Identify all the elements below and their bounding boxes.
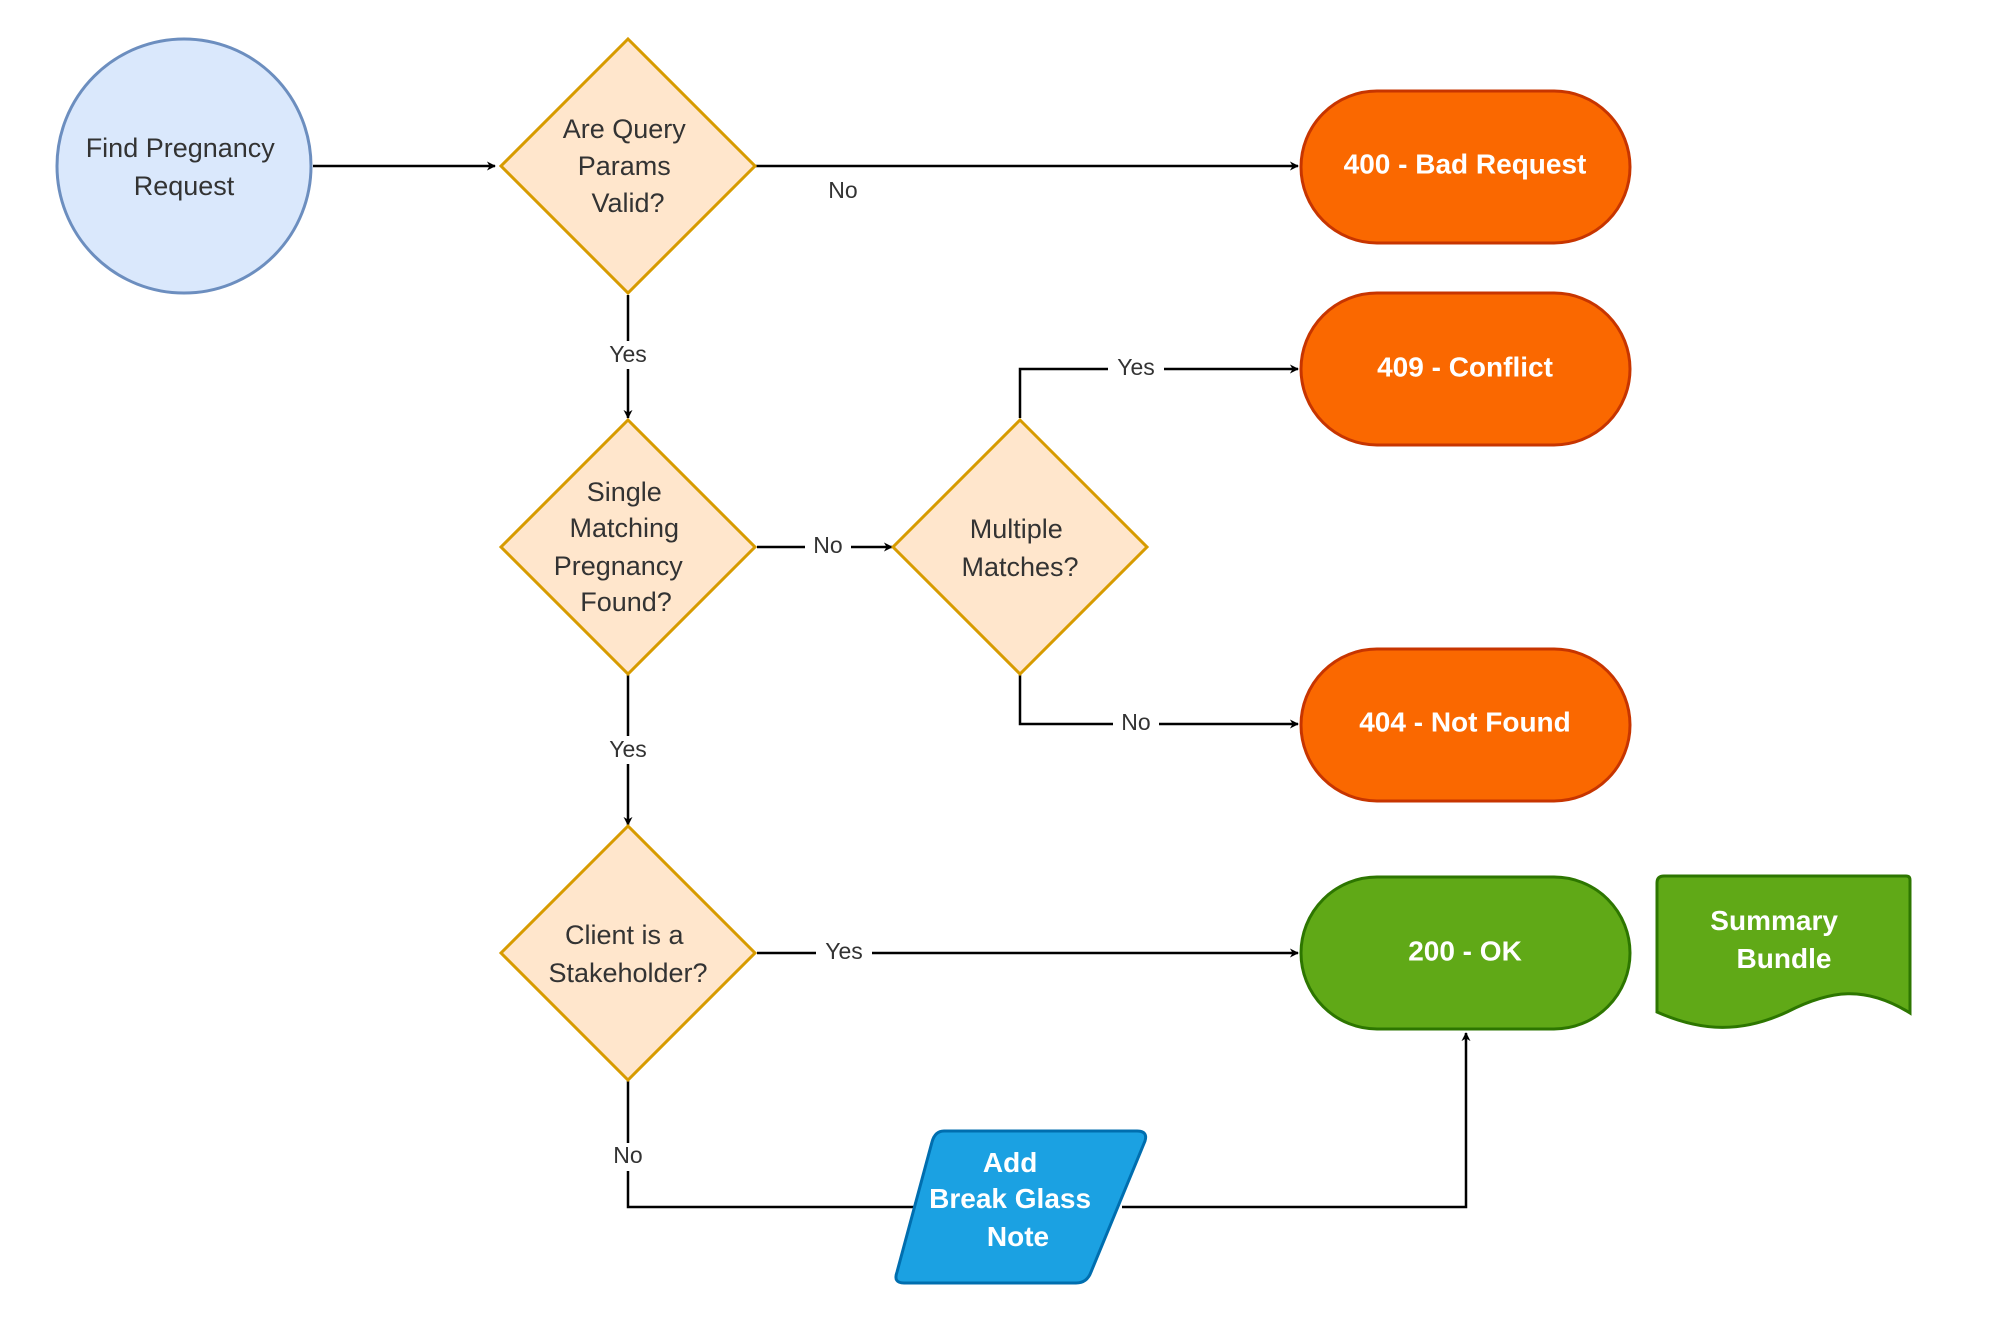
decision-query-params-valid-shape <box>498 36 758 296</box>
terminal-400-bad-request-shape <box>1299 89 1632 245</box>
decision-client-stakeholder-shape <box>498 823 758 1083</box>
edge-label-single-no: No <box>813 532 842 558</box>
edge-label-multi-yes: Yes <box>1117 354 1155 380</box>
start-node-label: Find Pregnancy Request <box>86 133 283 201</box>
terminal-400-bad-request[interactable]: 400 - Bad Request <box>1299 89 1632 245</box>
start-node[interactable]: Find Pregnancy Request <box>55 37 313 295</box>
terminal-200-ok-shape <box>1299 875 1632 1031</box>
terminal-200-ok[interactable]: 200 - OK <box>1299 875 1632 1031</box>
edge-stake-no[interactable] <box>626 1081 923 1212</box>
document-summary-bundle-shape <box>1655 874 1912 1029</box>
document-summary-bundle[interactable]: Summary Bundle <box>1655 874 1912 1029</box>
edge-label-valid-yes: Yes <box>609 341 647 367</box>
edge-note-to-ok[interactable] <box>1122 1032 1471 1209</box>
edge-label-stake-yes: Yes <box>825 938 863 964</box>
edge-multi-no[interactable] <box>1018 675 1299 729</box>
document-summary-bundle-label: Summary Bundle <box>1710 905 1845 974</box>
terminal-404-not-found-label: 404 - Not Found <box>1359 706 1571 737</box>
edges <box>313 161 1471 1212</box>
decision-query-params-valid-label: Are Query Params Valid? <box>563 114 694 218</box>
nodes: Find Pregnancy Request Are Query Params … <box>55 36 1912 1285</box>
edge-label-single-yes: Yes <box>609 736 647 762</box>
decision-multiple-matches-shape <box>890 417 1150 677</box>
edge-multi-yes[interactable] <box>1018 364 1299 418</box>
decision-client-stakeholder[interactable]: Client is a Stakeholder? <box>498 823 758 1083</box>
edge-label-stake-no: No <box>613 1142 642 1168</box>
process-add-break-glass-note-label: Add Break Glass Note <box>929 1147 1099 1252</box>
decision-multiple-matches-label: Multiple Matches? <box>961 514 1078 582</box>
edge-labels: No Yes No Yes No Yes Yes No <box>600 177 1164 1171</box>
decision-single-match-label: Single Matching Pregnancy Found? <box>554 477 691 617</box>
decision-single-match-shape <box>498 417 758 677</box>
decision-client-stakeholder-label: Client is a Stakeholder? <box>548 920 707 988</box>
edge-label-multi-no: No <box>1121 709 1150 735</box>
terminal-400-bad-request-label: 400 - Bad Request <box>1344 148 1587 179</box>
terminal-409-conflict-shape <box>1299 291 1632 447</box>
terminal-409-conflict-label: 409 - Conflict <box>1377 351 1553 382</box>
terminal-409-conflict[interactable]: 409 - Conflict <box>1299 291 1632 447</box>
terminal-200-ok-label: 200 - OK <box>1408 935 1522 966</box>
start-node-shape <box>55 37 313 295</box>
process-add-break-glass-note[interactable]: Add Break Glass Note <box>894 1129 1148 1285</box>
process-add-break-glass-note-shape <box>894 1129 1148 1285</box>
edge-label-valid-no: No <box>828 177 857 203</box>
decision-query-params-valid[interactable]: Are Query Params Valid? <box>498 36 758 296</box>
terminal-404-not-found-shape <box>1299 647 1632 803</box>
decision-multiple-matches[interactable]: Multiple Matches? <box>890 417 1150 677</box>
terminal-404-not-found[interactable]: 404 - Not Found <box>1299 647 1632 803</box>
decision-single-match[interactable]: Single Matching Pregnancy Found? <box>498 417 758 677</box>
